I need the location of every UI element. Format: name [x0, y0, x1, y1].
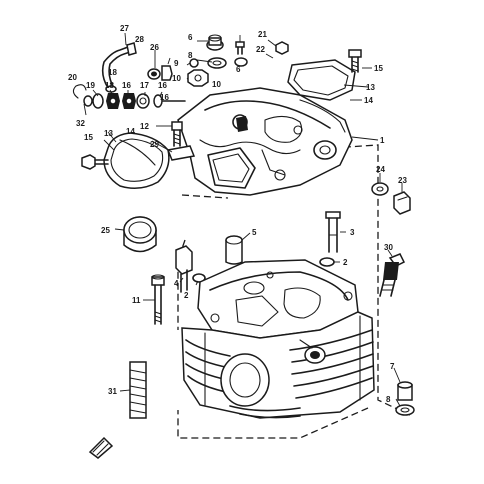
washer-9: [189, 58, 199, 68]
callout-22: 22: [256, 45, 265, 54]
callout-7: 7: [390, 362, 395, 371]
callout-23: 23: [398, 176, 407, 185]
callout-5: 5: [252, 228, 257, 237]
callout-8-bottom: 8: [386, 395, 391, 404]
washer-29: [166, 145, 196, 161]
valve-guide-4: [175, 245, 193, 293]
o-ring-2-left: [192, 273, 206, 283]
nut-10: [187, 69, 209, 87]
ring-25: [123, 216, 157, 253]
nut-22: [275, 41, 289, 55]
bolt-21: [235, 41, 245, 55]
callout-14-left: 14: [126, 127, 135, 136]
callout-1: 1: [380, 136, 385, 145]
washer-24: [371, 182, 389, 196]
callout-26: 26: [150, 43, 159, 52]
callout-3: 3: [350, 228, 355, 237]
callout-16-b: 16: [158, 81, 167, 90]
callout-4: 4: [174, 279, 179, 288]
callout-19: 19: [86, 81, 95, 90]
callout-13-left: 13: [104, 129, 113, 138]
callout-30: 30: [384, 243, 393, 252]
washer-8-bottom: [395, 404, 415, 416]
oil-pipe-27: [101, 42, 137, 93]
callout-18-b: 18: [108, 68, 117, 77]
callout-2-left: 2: [184, 291, 189, 300]
callout-25: 25: [101, 226, 110, 235]
bolt-15-left: [81, 154, 109, 170]
o-ring-2-right: [319, 257, 335, 267]
callout-13-right: 13: [366, 83, 375, 92]
tappet-adjuster-assembly: [72, 65, 186, 109]
callout-28: 28: [135, 35, 144, 44]
callout-2-right: 2: [343, 258, 348, 267]
washer-small: [234, 57, 248, 67]
washer-8: [207, 57, 227, 69]
callout-15-right: 15: [374, 64, 383, 73]
leader-lines: [83, 32, 403, 407]
callout-10-right: 10: [212, 80, 221, 89]
callout-12: 12: [140, 122, 149, 131]
bolt-top-right: [348, 49, 362, 73]
assembly-boundary: [177, 144, 411, 439]
callout-16-a: 16: [122, 81, 131, 90]
callout-32: 32: [76, 119, 85, 128]
callout-17: 17: [140, 81, 149, 90]
callout-27: 27: [120, 24, 129, 33]
cylinder-head: [181, 259, 375, 419]
callout-16-c: 16: [160, 93, 169, 102]
callout-6-mid: 6: [236, 65, 241, 74]
stud-pipe-31: [129, 361, 147, 419]
front-arrow-icon: [88, 436, 114, 459]
side-cover-left: [103, 132, 170, 189]
cylinder-head-cover: [177, 87, 353, 196]
callout-10-left: 10: [172, 74, 181, 83]
side-cover-plate: [287, 59, 356, 101]
callout-labels: 27 28 26 6 8 9 10 10 21 22 6 15 13 14 1 …: [68, 24, 407, 404]
callout-20: 20: [68, 73, 77, 82]
bolt-12: [171, 121, 183, 147]
callout-11: 11: [132, 296, 141, 305]
valve-guide-3: [325, 211, 341, 253]
callout-29: 29: [150, 140, 159, 149]
callout-14-right: 14: [364, 96, 373, 105]
plug-23: [393, 191, 411, 215]
callout-18-a: 18: [105, 81, 114, 90]
callout-24: 24: [376, 165, 385, 174]
long-bolt-11: [151, 274, 165, 325]
callout-8-top: 8: [188, 51, 193, 60]
callout-15-left: 15: [84, 133, 93, 142]
plug-7: [397, 381, 413, 401]
spark-plug-30: [379, 253, 406, 297]
callout-21: 21: [258, 30, 267, 39]
callout-9: 9: [174, 59, 179, 68]
cap-nut-6: [206, 34, 224, 51]
callout-31: 31: [108, 387, 117, 396]
dowel-pin-5: [225, 235, 243, 265]
callout-6-top: 6: [188, 33, 193, 42]
